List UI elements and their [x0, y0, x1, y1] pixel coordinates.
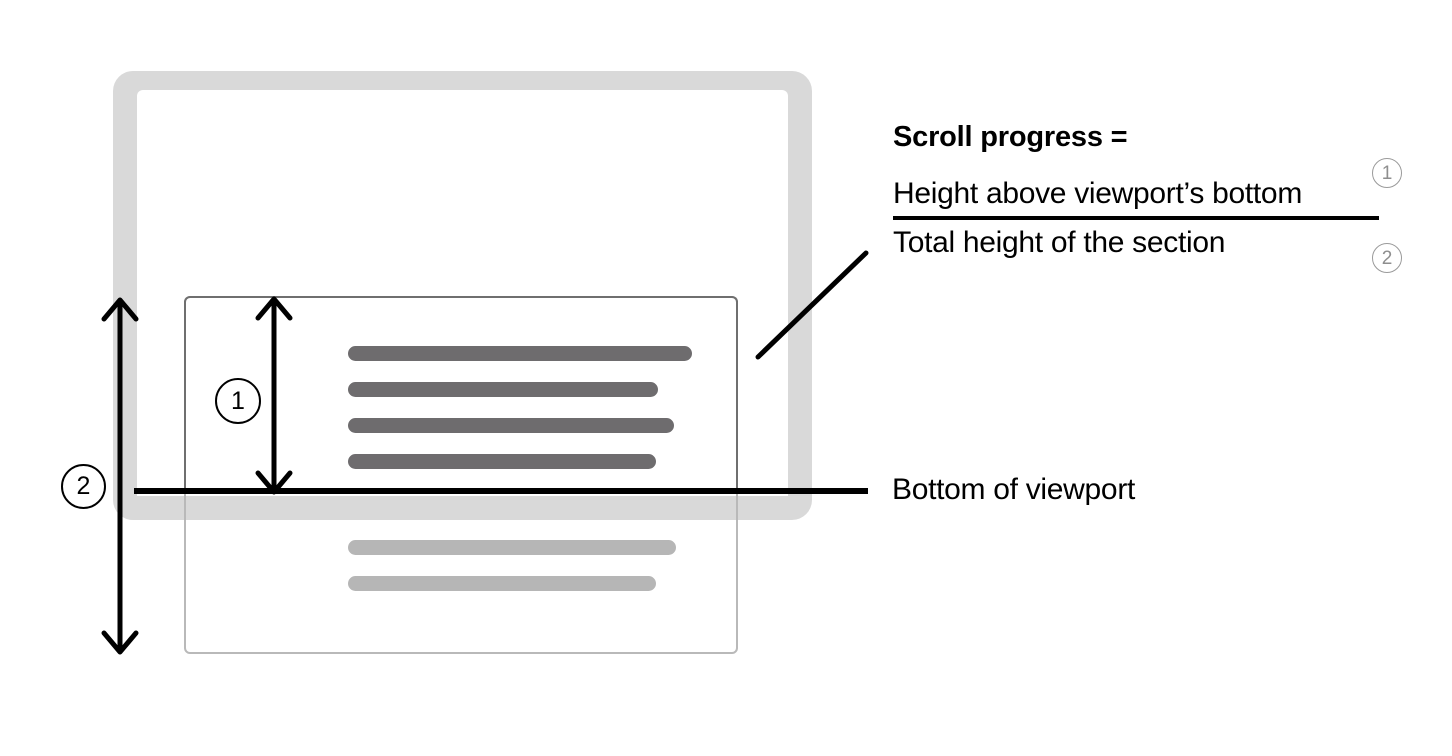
formula-numerator-ref-circle: 1 — [1372, 158, 1402, 188]
scroll-progress-formula: Scroll progress = Height above viewport’… — [893, 120, 1393, 261]
formula-fraction: Height above viewport’s bottom Total hei… — [893, 175, 1379, 262]
formula-numerator: Height above viewport’s bottom — [893, 176, 1303, 210]
content-line-bar — [348, 418, 674, 433]
content-line-bar — [348, 382, 658, 397]
formula-denominator-ref-circle: 2 — [1372, 243, 1402, 273]
browser-window-frame — [113, 71, 812, 520]
formula-denominator: Total height of the section — [893, 225, 1226, 259]
marker-one-label: 1 — [231, 386, 245, 415]
bottom-of-viewport-label: Bottom of viewport — [892, 473, 1136, 506]
formula-title: Scroll progress = — [893, 121, 1128, 153]
content-line-bar-below-fold — [348, 576, 656, 591]
formula-numerator-ref-label: 1 — [1381, 162, 1393, 184]
marker-one-circle: 1 — [215, 378, 261, 424]
content-line-bar — [348, 454, 656, 469]
marker-two-circle: 2 — [61, 464, 106, 509]
page-section-outline-above-fold — [184, 296, 738, 492]
content-line-bar-below-fold — [348, 540, 676, 555]
marker-two-label: 2 — [76, 472, 91, 500]
content-line-bar — [348, 346, 692, 361]
formula-denominator-ref-label: 2 — [1381, 247, 1393, 269]
formula-fraction-rule — [893, 215, 1379, 220]
